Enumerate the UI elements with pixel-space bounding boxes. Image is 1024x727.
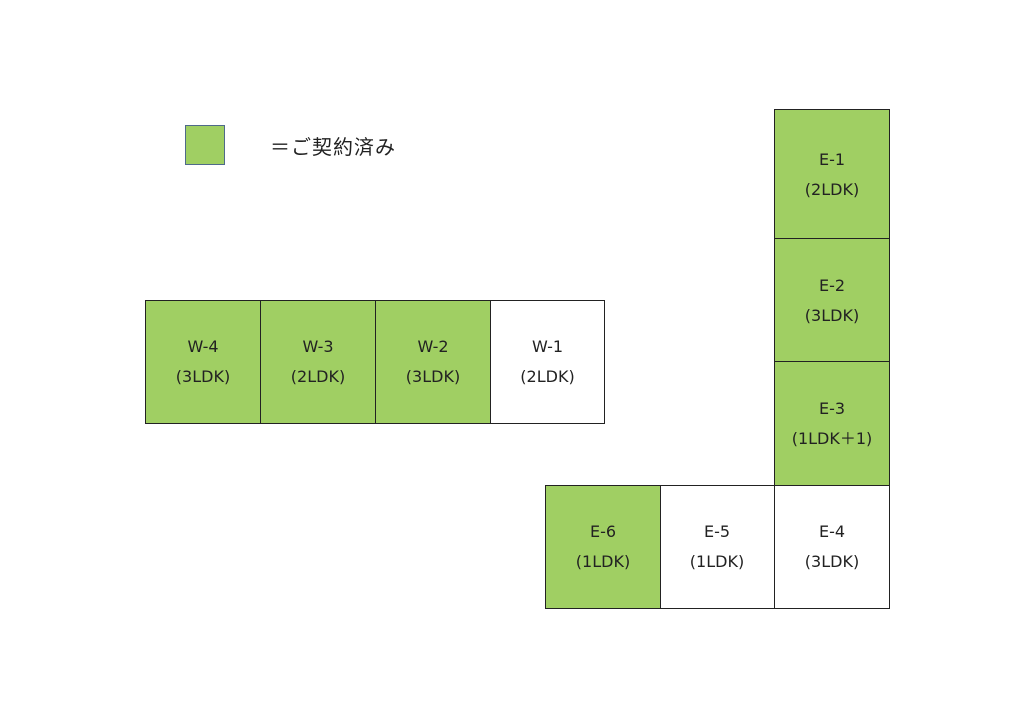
unit-type: (3LDK) — [804, 552, 860, 571]
legend-swatch-contracted — [185, 125, 225, 165]
unit-type: (1LDK) — [689, 552, 745, 571]
unit-id: W-3 — [302, 337, 334, 356]
unit-id: E-5 — [703, 522, 731, 541]
unit-e-4: E-4 (3LDK) — [774, 485, 890, 609]
unit-type: (3LDK) — [405, 367, 461, 386]
unit-w-3: W-3 (2LDK) — [260, 300, 376, 424]
unit-e-3: E-3 (1LDK＋1) — [774, 361, 890, 487]
unit-w-1: W-1 (2LDK) — [490, 300, 605, 424]
unit-id: E-2 — [818, 275, 846, 295]
unit-type: (2LDK) — [804, 179, 860, 199]
unit-e-6: E-6 (1LDK) — [545, 485, 661, 609]
unit-e-2: E-2 (3LDK) — [774, 238, 890, 363]
unit-id: W-4 — [187, 337, 219, 356]
unit-type: (1LDK＋1) — [791, 429, 873, 448]
unit-id: E-6 — [589, 522, 617, 541]
unit-id: E-1 — [818, 149, 846, 169]
unit-id: E-4 — [818, 522, 846, 541]
unit-type: (2LDK) — [520, 367, 575, 386]
unit-e-1: E-1 (2LDK) — [774, 109, 890, 240]
unit-type: (3LDK) — [175, 367, 231, 386]
unit-type: (3LDK) — [804, 305, 860, 325]
unit-e-5: E-5 (1LDK) — [659, 485, 775, 609]
legend-label: ＝ご契約済み — [270, 135, 396, 159]
unit-id: W-2 — [417, 337, 449, 356]
unit-w-4: W-4 (3LDK) — [145, 300, 261, 424]
unit-id: E-3 — [818, 399, 846, 418]
unit-type: (2LDK) — [290, 367, 346, 386]
unit-id: W-1 — [531, 337, 564, 356]
unit-w-2: W-2 (3LDK) — [375, 300, 491, 424]
unit-type: (1LDK) — [575, 552, 631, 571]
